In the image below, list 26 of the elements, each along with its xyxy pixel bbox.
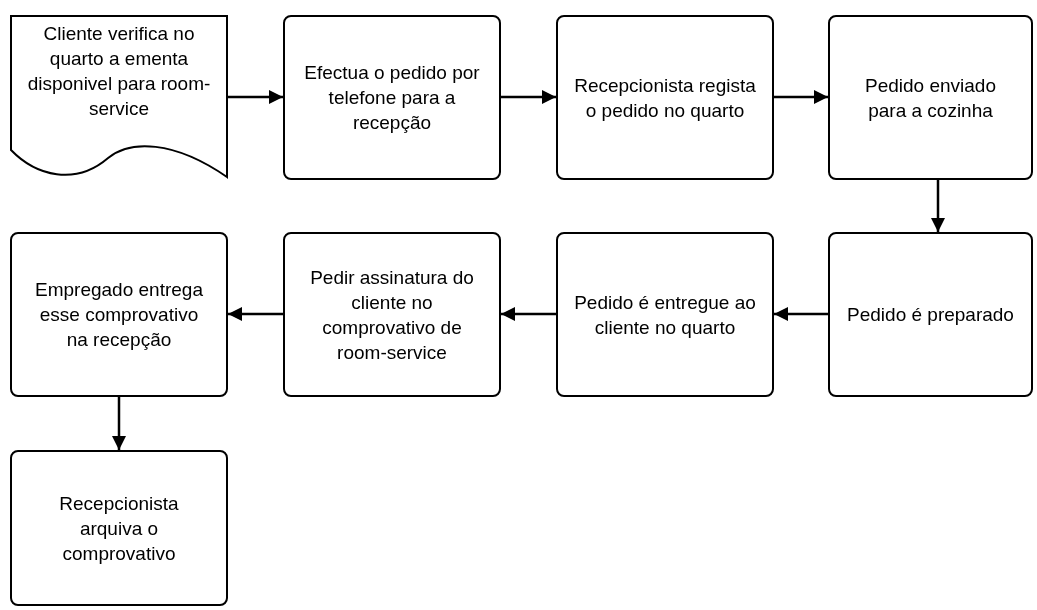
step-text: Efectua o pedido por telefone para a recepção: [303, 61, 481, 135]
process-box: [556, 232, 774, 397]
document-shape: [10, 15, 228, 180]
arrow: [774, 307, 828, 321]
step-text: Pedido enviado para a cozinha: [864, 73, 997, 123]
process-box: [828, 232, 1033, 397]
process-box: [556, 15, 774, 180]
arrow: [228, 90, 283, 104]
step-text: Pedido é preparado: [846, 303, 1015, 327]
arrow: [228, 307, 283, 321]
step-text: Pedido é entregue ao cliente no quarto: [573, 290, 757, 340]
process-box: [10, 450, 228, 606]
arrow: [931, 180, 945, 232]
step-text: Recepcionista regista o pedido no quarto: [573, 73, 757, 123]
step-text: Cliente verifica no quarto a ementa disponivel para room-service: [26, 22, 212, 121]
process-box: [283, 232, 501, 397]
step-text: Recepcionista arquiva o comprovativo: [58, 491, 180, 566]
arrow: [112, 397, 126, 450]
arrow: [501, 307, 556, 321]
arrow: [501, 90, 556, 104]
process-box: [283, 15, 501, 180]
step-text: Pedir assinatura do cliente no comprovativo de room-service: [309, 265, 475, 365]
process-box: [828, 15, 1033, 180]
step-text: Empregado entrega esse comprovativo na recepção: [34, 278, 204, 352]
arrow: [774, 90, 828, 104]
process-box: [10, 232, 228, 397]
